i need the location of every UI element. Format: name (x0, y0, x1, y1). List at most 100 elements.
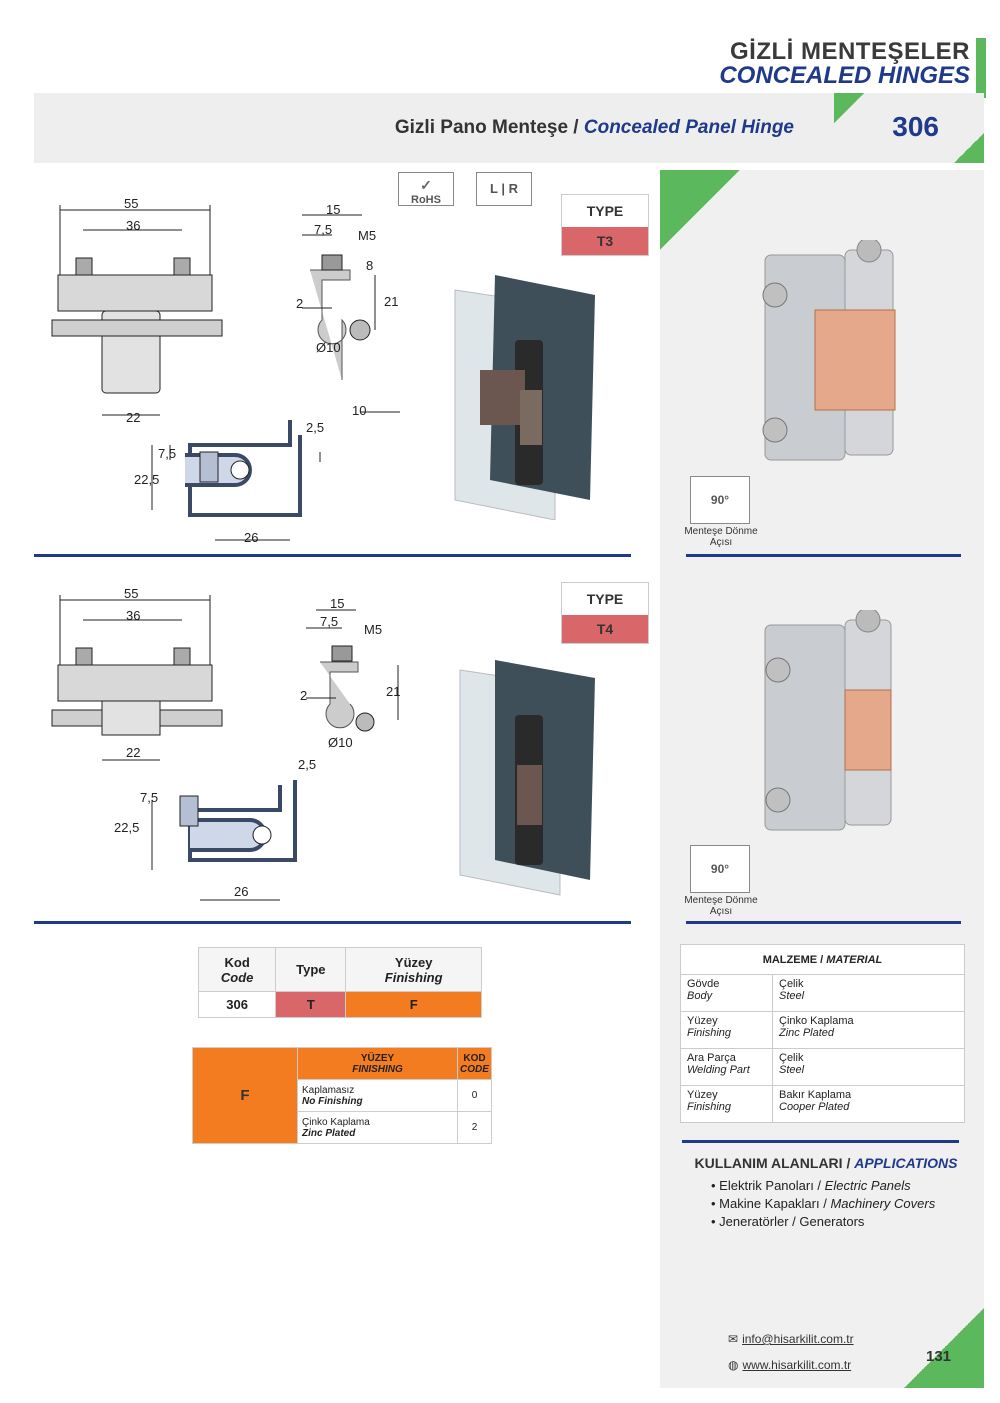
part-tr: Yüzey (687, 1015, 718, 1027)
rotation-label: Menteşe Dönme Açısı (681, 526, 761, 548)
dim-22-5: 22,5 (114, 820, 140, 835)
type-label: TYPE (586, 591, 624, 607)
rotation-label-2: Açısı (709, 906, 733, 917)
dim-2: 2 (296, 296, 304, 311)
dim-22: 22 (126, 745, 141, 760)
accent-triangle (834, 93, 864, 123)
type-box-t3: TYPE T3 (561, 194, 649, 256)
product-code: 306 (892, 111, 939, 142)
material-tr: Bakır Kaplama (779, 1089, 852, 1101)
dim-22-5: 22,5 (134, 472, 160, 487)
t3-hinge-photo (762, 240, 896, 461)
material-tr: Çelik (779, 978, 804, 990)
part-en: Welding Part (687, 1064, 750, 1076)
list-item: • Elektrik Panoları / Electric Panels (711, 1177, 966, 1195)
list-item: • Makine Kapakları / Machinery Covers (711, 1195, 966, 1213)
material-title-tr: MALZEME / (762, 953, 824, 966)
finish-tr: Kaplamasız (302, 1084, 355, 1096)
rotation-label-1: Menteşe Dönme (684, 526, 758, 537)
product-name-en: Concealed Panel Hinge (583, 117, 794, 138)
finish-key: F (192, 1047, 298, 1144)
applications-list: • Elektrik Panoları / Electric Panels • … (711, 1177, 966, 1231)
accent-bar (976, 38, 986, 98)
page-header: GİZLİ MENTEŞELER CONCEALED HINGES (719, 38, 970, 90)
finish-header-en: FINISHING (352, 1063, 403, 1075)
type-value: T4 (562, 615, 648, 643)
material-tr: Çelik (779, 1052, 804, 1064)
rohs-label: RoHS (411, 194, 441, 206)
part-en: Finishing (687, 1101, 732, 1113)
code-header-en: Code (220, 969, 254, 985)
finish-code-header-tr: KOD (463, 1052, 486, 1064)
section-divider (34, 554, 631, 557)
t4-technical-drawing (51, 595, 399, 901)
product-name: Gizli Pano Menteşe / Concealed Panel Hin… (395, 117, 794, 139)
part-tr: Gövde (687, 978, 720, 990)
part-en: Body (687, 990, 713, 1002)
list-item: • Jeneratörler / Generators (711, 1213, 966, 1231)
finish-en: Zinc Plated (302, 1127, 356, 1139)
dim-26: 26 (234, 884, 249, 899)
product-name-tr: Gizli Pano Menteşe / (394, 117, 579, 138)
mail-icon: ✉ (728, 1332, 739, 1346)
finish-en: No Finishing (302, 1095, 363, 1107)
finishing-header-tr: Yüzey (394, 954, 433, 970)
section-divider (682, 1140, 959, 1143)
t3-technical-drawing (51, 205, 400, 541)
app-tr: • Elektrik Panoları / (711, 1178, 822, 1193)
dim-2-5: 2,5 (306, 420, 325, 435)
dim-36: 36 (126, 218, 141, 233)
finish-code: 0 (457, 1079, 492, 1112)
type-box-t4: TYPE T4 (561, 582, 649, 644)
dim-15: 15 (330, 596, 345, 611)
app-tr: • Jeneratörler / Generators (711, 1214, 865, 1229)
web-text: www.hisarkilit.com.tr (742, 1358, 852, 1372)
type-value: T3 (562, 227, 648, 255)
section-divider (686, 921, 961, 924)
dim-7-5: 7,5 (314, 222, 333, 237)
dim-2: 2 (300, 688, 308, 703)
accent-triangle (904, 1308, 984, 1388)
globe-icon: ◍ (728, 1358, 739, 1372)
dim-7-5-b: 7,5 (158, 446, 177, 461)
material-en: Steel (779, 990, 805, 1002)
finishing-value: F (345, 991, 482, 1018)
accent-triangle (660, 170, 740, 250)
rotation-icon: 90° (690, 476, 750, 524)
material-en: Zinc Plated (779, 1027, 835, 1039)
email-link[interactable]: ✉info@hisarkilit.com.tr (728, 1332, 854, 1346)
web-link[interactable]: ◍www.hisarkilit.com.tr (728, 1358, 851, 1372)
type-value: T (275, 991, 347, 1018)
t3-hinge-illustration (454, 275, 595, 520)
rotation-icon: 90° (690, 845, 750, 893)
dim-22: 22 (126, 410, 141, 425)
dim-dia-10: Ø10 (328, 735, 353, 750)
accent-triangle (954, 133, 984, 163)
rotation-label-2: Açısı (709, 537, 733, 548)
dim-10: 10 (352, 403, 367, 418)
dim-55: 55 (124, 586, 139, 601)
part-en: Finishing (687, 1027, 732, 1039)
header-title-tr: GİZLİ MENTEŞELER (729, 38, 970, 65)
dim-15: 15 (326, 202, 341, 217)
part-tr: Ara Parça (687, 1052, 736, 1064)
product-title-bar: Gizli Pano Menteşe / Concealed Panel Hin… (34, 93, 984, 163)
code-header-tr: Kod (224, 954, 250, 970)
header-title-en: CONCEALED HINGES (719, 62, 970, 89)
dim-21: 21 (384, 294, 399, 309)
part-tr: Yüzey (687, 1089, 718, 1101)
finish-tr: Çinko Kaplama (302, 1116, 370, 1128)
t4-hinge-photo (764, 610, 892, 831)
email-text: info@hisarkilit.com.tr (742, 1332, 854, 1346)
code-value: 306 (197, 991, 277, 1018)
dim-36: 36 (126, 608, 141, 623)
finish-header-tr: YÜZEY (360, 1052, 395, 1064)
type-header: Type (275, 947, 347, 992)
